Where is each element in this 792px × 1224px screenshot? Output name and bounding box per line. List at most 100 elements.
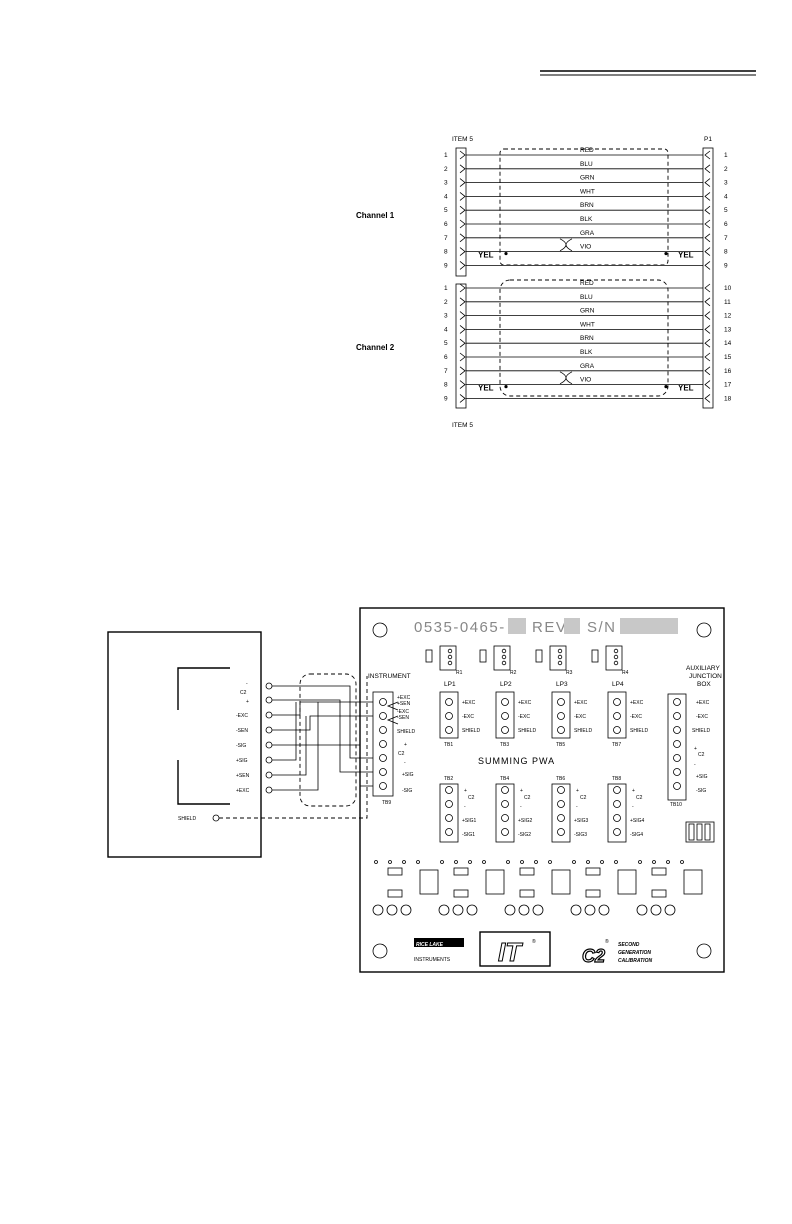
via bbox=[374, 860, 378, 864]
tb10-terminal bbox=[673, 782, 681, 790]
pin-arrow-left bbox=[459, 233, 466, 243]
lp-label: LP2 bbox=[500, 681, 512, 688]
resistor-label: R1 bbox=[456, 670, 463, 676]
via bbox=[638, 860, 642, 864]
block-terminal bbox=[501, 726, 509, 734]
via bbox=[666, 860, 670, 864]
pin-arrow-left bbox=[459, 311, 466, 320]
shield-drain-dot bbox=[504, 385, 508, 389]
ic-chip bbox=[683, 869, 703, 895]
pin-arrow-right bbox=[704, 178, 711, 187]
shield-terminal bbox=[212, 814, 220, 822]
wire-color-label: RED bbox=[580, 280, 594, 287]
sn-label: S/N bbox=[587, 619, 617, 636]
via bbox=[454, 860, 458, 864]
pin-arrow-left bbox=[459, 219, 466, 229]
tb10-label: +EXC bbox=[696, 700, 710, 706]
block-terminal bbox=[613, 786, 621, 794]
rice-lake-logo: RICE LAKE bbox=[416, 942, 444, 948]
tb9-label-exc-plus: +EXC bbox=[397, 695, 411, 701]
pin-arrow-left bbox=[459, 192, 466, 201]
tb9-terminal bbox=[379, 726, 387, 734]
yel-label-right: YEL bbox=[678, 384, 694, 393]
transistor bbox=[532, 904, 544, 916]
dip-switch-lever bbox=[696, 823, 703, 841]
instrument-wire bbox=[272, 685, 385, 759]
block-plus: + bbox=[464, 788, 467, 794]
block-sig-plus: +SIG2 bbox=[518, 818, 533, 824]
channel-2-label: Channel 2 bbox=[356, 343, 395, 352]
pin-arrow-right bbox=[704, 394, 711, 403]
jumper-cap bbox=[535, 649, 543, 663]
cable-shield-boundary bbox=[299, 673, 357, 807]
pin-arrow-left bbox=[459, 283, 466, 293]
via bbox=[482, 860, 486, 864]
block-minus: - bbox=[464, 804, 466, 810]
ic-chip bbox=[485, 869, 505, 895]
instrument-terminal bbox=[265, 771, 273, 779]
mount-hole-bl bbox=[372, 943, 388, 959]
block-terminal bbox=[445, 712, 453, 720]
tb9-arrow-1 bbox=[386, 701, 399, 711]
trim-pot bbox=[585, 867, 601, 876]
aux-title-1: AUXILIARY bbox=[686, 665, 721, 672]
pin-arrow-left bbox=[459, 338, 466, 348]
tb9-label: TB9 bbox=[382, 800, 391, 806]
pin-left: 6 bbox=[444, 221, 448, 228]
bottom-terminal-block bbox=[495, 783, 515, 843]
block-terminal bbox=[613, 828, 621, 836]
jumper-pin bbox=[613, 654, 619, 660]
instrument-label: +SIG bbox=[236, 758, 248, 764]
block-plus: + bbox=[632, 788, 635, 794]
jumper-cap bbox=[591, 649, 599, 663]
tb10-label: -SIG bbox=[696, 788, 706, 794]
block-terminal bbox=[445, 786, 453, 794]
instrument-label: INSTRUMENT bbox=[368, 673, 411, 680]
block-terminal bbox=[445, 726, 453, 734]
item-label-bottom: ITEM 5 bbox=[452, 422, 473, 429]
pin-arrow-left bbox=[459, 366, 466, 376]
pin-right: 12 bbox=[724, 313, 732, 320]
tb-label: TB5 bbox=[556, 742, 565, 748]
wire-color-label: GRA bbox=[580, 363, 595, 370]
resistor-label: R3 bbox=[566, 670, 573, 676]
tb10-terminal bbox=[673, 740, 681, 748]
block-terminal bbox=[613, 698, 621, 706]
ic-chip bbox=[617, 869, 637, 895]
instrument-bracket-top bbox=[177, 667, 230, 710]
pin-left: 2 bbox=[444, 166, 448, 173]
pin-left: 8 bbox=[444, 249, 448, 256]
pin-arrow-right bbox=[704, 325, 711, 334]
pin-arrow-right bbox=[704, 205, 711, 215]
block-terminal bbox=[613, 800, 621, 808]
via bbox=[440, 860, 444, 864]
instrument-bracket-bottom bbox=[177, 760, 230, 805]
transistor bbox=[438, 904, 450, 916]
item-label-top: ITEM 5 bbox=[452, 136, 473, 143]
pin-arrow-right bbox=[704, 261, 711, 270]
tb9-label-sig-plus: +SIG bbox=[402, 772, 414, 778]
lp-label: LP3 bbox=[556, 681, 568, 688]
pin-arrow-left bbox=[459, 150, 466, 160]
pin-arrow-left bbox=[459, 297, 466, 307]
block-terminal bbox=[557, 800, 565, 808]
block-label: -EXC bbox=[630, 714, 642, 720]
block-terminal bbox=[501, 786, 509, 794]
instrument-wire bbox=[272, 716, 307, 776]
block-sig-minus: -SIG3 bbox=[574, 832, 587, 838]
block-minus: - bbox=[632, 804, 634, 810]
block-label: SHIELD bbox=[462, 728, 480, 734]
transistor bbox=[504, 904, 516, 916]
via bbox=[600, 860, 604, 864]
via bbox=[506, 860, 510, 864]
instrument-wire bbox=[272, 701, 385, 716]
block-terminal bbox=[613, 712, 621, 720]
transistor bbox=[598, 904, 610, 916]
transistor bbox=[584, 904, 596, 916]
via bbox=[520, 860, 524, 864]
summing-label: SUMMING PWA bbox=[478, 756, 555, 766]
via bbox=[402, 860, 406, 864]
